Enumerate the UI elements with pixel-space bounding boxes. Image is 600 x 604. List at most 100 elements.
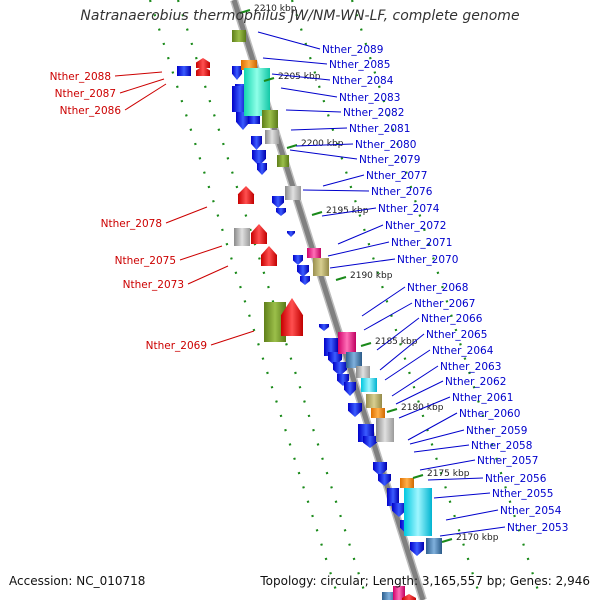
label-leader-line bbox=[427, 477, 484, 481]
gene-label-nther-2057: Nther_2057 bbox=[477, 455, 538, 467]
label-leader-line bbox=[439, 526, 506, 537]
gene-block bbox=[285, 186, 301, 200]
label-leader-line bbox=[187, 265, 229, 285]
gene-label-nther-2058: Nther_2058 bbox=[471, 440, 532, 452]
forward-gene-arrow bbox=[236, 112, 250, 130]
scale-label: 2210 kbp bbox=[254, 4, 297, 14]
label-leader-line bbox=[445, 509, 499, 521]
label-leader-line bbox=[361, 286, 406, 317]
label-leader-line bbox=[433, 492, 491, 499]
reverse-gene-arrow bbox=[281, 298, 303, 336]
label-leader-line bbox=[285, 109, 342, 113]
reverse-gene-arrow bbox=[196, 58, 210, 68]
accession-label: Accession: NC_010718 bbox=[9, 574, 146, 588]
gene-block bbox=[313, 258, 329, 276]
forward-gene-arrow bbox=[251, 136, 262, 150]
gene-label-nther-2053: Nther_2053 bbox=[507, 522, 568, 534]
label-leader-line bbox=[321, 207, 377, 217]
label-leader-line bbox=[165, 206, 208, 224]
gene-block bbox=[307, 248, 321, 258]
gene-label-nther-2077: Nther_2077 bbox=[366, 170, 427, 182]
gene-label-nther-2080: Nther_2080 bbox=[355, 139, 416, 151]
gene-label-nther-2081: Nther_2081 bbox=[349, 123, 410, 135]
reverse-gene-arrow bbox=[238, 186, 254, 204]
forward-gene-arrow bbox=[344, 382, 356, 396]
label-leader-line bbox=[409, 429, 465, 445]
label-leader-line bbox=[384, 349, 431, 381]
label-leader-line bbox=[376, 317, 420, 351]
scale-tick bbox=[263, 77, 275, 82]
scale-tick bbox=[286, 144, 298, 149]
label-leader-line bbox=[114, 71, 163, 77]
label-leader-line bbox=[419, 459, 476, 471]
gene-block bbox=[387, 488, 399, 506]
forward-gene-arrow bbox=[363, 436, 377, 448]
label-leader-line bbox=[407, 412, 458, 441]
gene-label-nther-2089: Nther_2089 bbox=[322, 44, 383, 56]
gene-label-nther-2072: Nther_2072 bbox=[385, 220, 446, 232]
gene-label-nther-2076: Nther_2076 bbox=[371, 186, 433, 198]
forward-gene-arrow bbox=[272, 196, 284, 208]
gene-block bbox=[400, 478, 414, 488]
forward-gene-arrow bbox=[297, 265, 309, 277]
gene-label-nther-2054: Nther_2054 bbox=[500, 505, 562, 517]
label-leader-line bbox=[271, 73, 331, 81]
scale-label: 2175 kbp bbox=[427, 469, 470, 479]
label-leader-line bbox=[398, 396, 451, 419]
label-leader-line bbox=[179, 245, 223, 261]
forward-gene-arrow bbox=[392, 503, 406, 517]
scale-track-dots bbox=[176, 0, 369, 601]
gene-block bbox=[324, 338, 338, 356]
left-gene-labels: Nther_2088Nther_2087Nther_2086Nther_2078… bbox=[50, 71, 255, 352]
gene-block bbox=[264, 302, 286, 342]
gene-block bbox=[426, 538, 442, 554]
gene-label-nther-2082: Nther_2082 bbox=[343, 107, 404, 119]
reverse-gene-arrow bbox=[261, 246, 277, 266]
gene-block bbox=[366, 394, 382, 408]
scale-tick bbox=[311, 211, 323, 216]
gene-label-nther-2070: Nther_2070 bbox=[397, 254, 458, 266]
scale-tick bbox=[360, 342, 372, 347]
gene-features bbox=[177, 30, 442, 602]
label-leader-line bbox=[413, 444, 470, 453]
scale-label: 2195 kbp bbox=[326, 206, 369, 216]
gene-label-nther-2067: Nther_2067 bbox=[414, 298, 475, 310]
scale-tick bbox=[239, 9, 251, 14]
gene-label-nther-2073: Nther_2073 bbox=[123, 279, 184, 291]
gene-label-nther-2087: Nther_2087 bbox=[55, 88, 116, 100]
gene-label-nther-2061: Nther_2061 bbox=[452, 392, 513, 404]
gene-label-nther-2079: Nther_2079 bbox=[359, 154, 420, 166]
reverse-gene-arrow bbox=[251, 224, 267, 244]
reverse-gene-arrow bbox=[196, 66, 210, 76]
forward-gene-arrow bbox=[257, 163, 267, 175]
label-leader-line bbox=[289, 149, 358, 160]
gene-block bbox=[404, 488, 432, 536]
gene-block bbox=[241, 60, 257, 70]
label-leader-line bbox=[119, 78, 165, 94]
label-leader-line bbox=[257, 31, 321, 50]
label-leader-line bbox=[363, 302, 413, 331]
label-leader-line bbox=[322, 174, 365, 187]
gene-label-nther-2083: Nther_2083 bbox=[339, 92, 400, 104]
gene-block bbox=[393, 586, 405, 600]
scale-label: 2185 kbp bbox=[375, 337, 418, 347]
gene-label-nther-2075: Nther_2075 bbox=[115, 255, 176, 267]
forward-gene-arrow bbox=[378, 474, 391, 486]
gene-block bbox=[346, 352, 362, 368]
label-leader-line bbox=[262, 57, 328, 65]
gene-block bbox=[177, 66, 191, 76]
gene-block bbox=[361, 378, 377, 392]
label-leader-line bbox=[290, 127, 348, 131]
label-leader-line bbox=[379, 333, 425, 371]
map-title: Natranaerobius thermophilus JW/NM-WN-LF,… bbox=[80, 8, 520, 24]
label-leader-line bbox=[280, 87, 338, 98]
forward-gene-arrow bbox=[252, 150, 266, 166]
label-leader-line bbox=[295, 143, 354, 147]
forward-gene-arrow bbox=[319, 324, 329, 331]
scale-label: 2200 kbp bbox=[301, 139, 344, 149]
forward-gene-arrow bbox=[276, 208, 286, 216]
label-leader-line bbox=[329, 258, 396, 269]
scale-tick bbox=[441, 538, 453, 543]
